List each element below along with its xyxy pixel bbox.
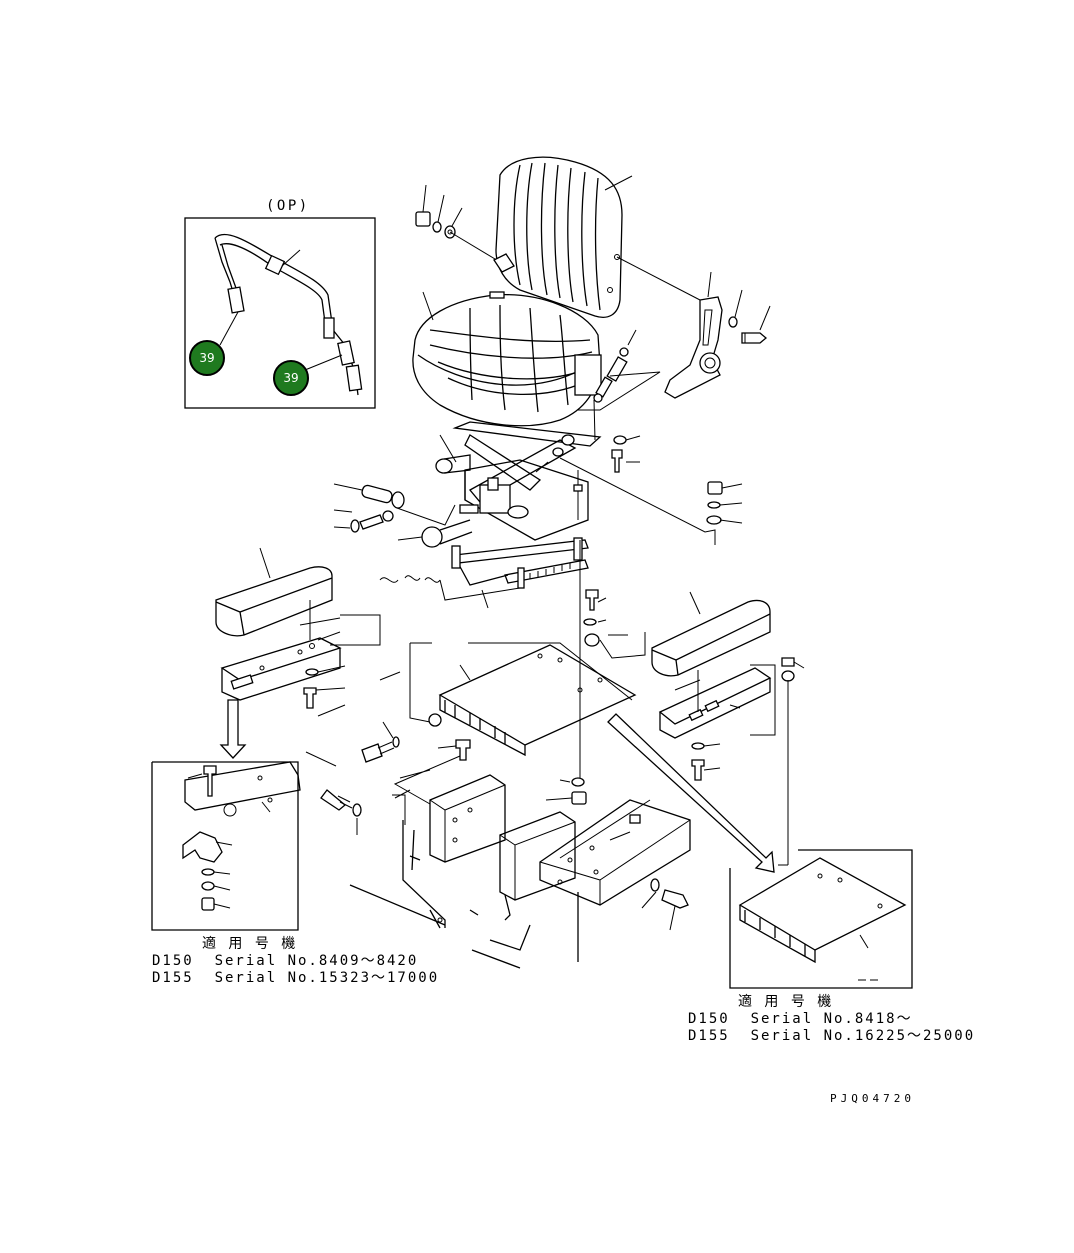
seat-belt-inset (184, 217, 376, 409)
adjust-rod-and-knob (333, 483, 479, 548)
seat-mount-plate (409, 642, 637, 757)
right-armrest (651, 591, 805, 866)
callout-39-right[interactable]: 39 (273, 360, 309, 396)
applicability-left-row: D155 Serial No.15323～17000 (152, 970, 440, 986)
plate-bolts (305, 721, 471, 835)
recline-lever-bracket (664, 271, 771, 399)
seat-suspension (435, 421, 716, 545)
backrest-bracket-hardware (415, 184, 515, 273)
drawing-number: PJQ04720 (830, 1092, 915, 1105)
center-mount-bolts (583, 435, 743, 659)
applicability-right-row: D155 Serial No.16225～25000 (688, 1028, 976, 1044)
seat-backrest (495, 156, 701, 318)
seat-base-frame (349, 774, 691, 969)
seat-cushion (412, 291, 602, 427)
slide-rails (379, 537, 589, 780)
left-armrest (215, 547, 401, 717)
gas-spring (578, 329, 661, 441)
applicability-left-heading: 適 用 号 機 (202, 936, 298, 952)
applicability-left-row: D150 Serial No.8409～8420 (152, 953, 419, 969)
arrow-down-icon (219, 699, 247, 759)
inset-label: (OP) (266, 198, 310, 214)
applicability-right-row: D150 Serial No.8418～ (688, 1011, 913, 1027)
callout-39-left[interactable]: 39 (189, 340, 225, 376)
applicability-right-heading: 適 用 号 機 (738, 994, 834, 1010)
right-detail-box (729, 849, 913, 989)
inset-frame (184, 217, 376, 409)
left-detail-box (151, 761, 301, 931)
arrow-diagonal-icon (607, 713, 775, 873)
